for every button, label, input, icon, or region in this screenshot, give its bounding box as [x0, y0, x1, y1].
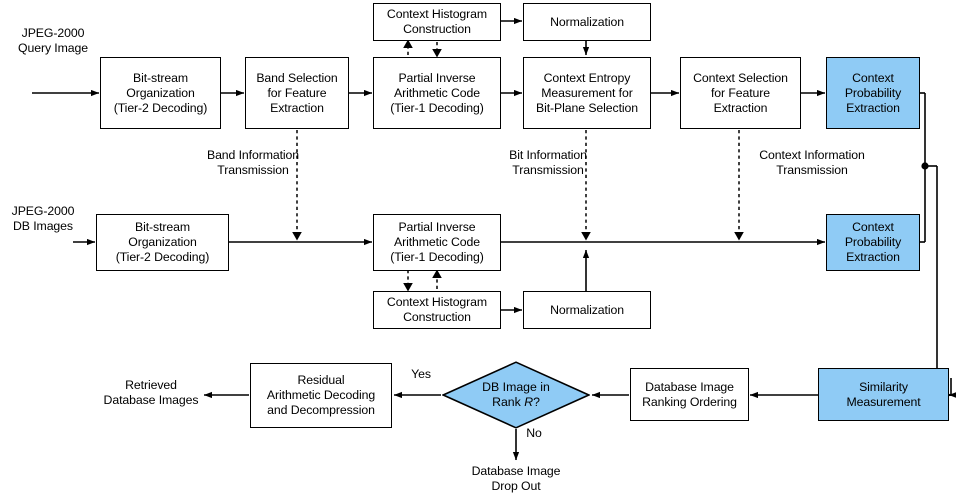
- similarity-line1: Similarity: [859, 379, 908, 394]
- ctx-ent-line1: Context Entropy: [543, 70, 631, 85]
- band-sel-line2: for Feature: [267, 85, 327, 100]
- arrowhead-bit-information: [581, 232, 591, 241]
- node-db-bitstream-organization[interactable]: Bit-stream Organization (Tier-2 Decoding…: [96, 214, 229, 271]
- residual-line3: and Decompression: [267, 403, 375, 417]
- drop-out-label-line1: Database Image: [471, 464, 561, 478]
- node-query-normalization[interactable]: Normalization: [523, 3, 651, 41]
- band-information-transmission-label: Band Information Transmission: [188, 148, 318, 178]
- node-database-image-ranking-ordering[interactable]: Database Image Ranking Ordering: [630, 368, 749, 421]
- ctx-sel-line2: for Feature: [710, 85, 771, 100]
- db-bso-line2: Organization: [128, 235, 197, 249]
- database-image-drop-out-label: Database Image Drop Out: [452, 464, 580, 494]
- q-cpe-line1: Context: [852, 70, 894, 85]
- decision-diamond-shape: [441, 361, 591, 429]
- q-piac-line1: Partial Inverse: [398, 70, 476, 85]
- arrowhead-context-information: [734, 232, 744, 241]
- ctx-sel-line1: Context Selection: [693, 70, 788, 85]
- node-db-context-histogram-construction[interactable]: Context Histogram Construction: [373, 291, 501, 329]
- db-bso-line3: (Tier-2 Decoding): [115, 250, 210, 264]
- node-db-normalization[interactable]: Normalization: [523, 291, 651, 329]
- drop-out-label-line2: Drop Out: [491, 479, 541, 493]
- band-information-line1: Band Information: [206, 148, 300, 162]
- decision-line2: Rank R?: [492, 395, 540, 410]
- residual-line2: Arithmetic Decoding: [266, 388, 376, 402]
- band-information-line2: Transmission: [217, 163, 289, 177]
- q-bso-line3: (Tier-2 Decoding): [113, 100, 208, 115]
- node-context-selection-for-feature-extraction[interactable]: Context Selection for Feature Extraction: [680, 57, 801, 129]
- node-residual-arithmetic-decoding[interactable]: Residual Arithmetic Decoding and Decompr…: [250, 363, 392, 428]
- q-cpe-line2: Probability: [844, 85, 902, 100]
- node-query-context-histogram-construction[interactable]: Context Histogram Construction: [373, 3, 501, 41]
- q-bso-line2: Organization: [126, 85, 195, 100]
- db-images-label-line1: JPEG-2000: [11, 204, 75, 218]
- db-norm-line1: Normalization: [550, 302, 624, 317]
- decision-text: DB Image in Rank R?: [442, 361, 590, 429]
- decision-yes-label: Yes: [405, 367, 437, 382]
- node-query-bitstream-organization[interactable]: Bit-stream Organization (Tier-2 Decoding…: [100, 57, 221, 129]
- db-cpe-line2: Probability: [844, 235, 902, 249]
- db-cpe-line1: Context: [852, 220, 894, 234]
- arrowhead-band-information: [292, 232, 302, 241]
- q-piac-line3: (Tier-1 Decoding): [390, 100, 484, 115]
- q-piac-line2: Arithmetic Code: [394, 85, 480, 100]
- similarity-line2: Measurement: [846, 394, 921, 409]
- node-similarity-measurement[interactable]: Similarity Measurement: [818, 368, 949, 421]
- context-information-line1: Context Information: [759, 148, 865, 162]
- decision-line1: DB Image in: [482, 380, 550, 394]
- ctx-ent-line2: Measurement for: [541, 85, 633, 100]
- band-sel-line3: Extraction: [270, 100, 324, 115]
- node-context-entropy-measurement[interactable]: Context Entropy Measurement for Bit-Plan…: [523, 57, 651, 129]
- context-information-line2: Transmission: [776, 163, 848, 177]
- db-piac-line1: Partial Inverse: [398, 220, 476, 234]
- no-label-text: No: [526, 426, 542, 440]
- arrowhead-q-to-histogram-up: [403, 39, 413, 48]
- db-hist-line2: Construction: [403, 310, 471, 324]
- yes-label-text: Yes: [411, 367, 431, 381]
- decision-rank-variable: R: [524, 395, 534, 409]
- db-images-input-label: JPEG-2000 DB Images: [2, 204, 84, 234]
- bit-information-line2: Transmission: [512, 163, 584, 177]
- ranking-line2: Ranking Ordering: [642, 394, 737, 409]
- feature-bus-junction-dot: [921, 162, 929, 170]
- retrieved-label-line2: Database Images: [103, 393, 199, 407]
- ranking-line1: Database Image: [645, 379, 734, 394]
- db-hist-line1: Context Histogram: [386, 295, 488, 309]
- arrowhead-db-to-histogram-down: [403, 283, 413, 292]
- residual-line1: Residual: [297, 373, 345, 387]
- q-bso-line1: Bit-stream: [132, 70, 189, 85]
- node-band-selection-for-feature-extraction[interactable]: Band Selection for Feature Extraction: [245, 57, 349, 129]
- db-piac-line3: (Tier-1 Decoding): [390, 250, 484, 264]
- ctx-ent-line3: Bit-Plane Selection: [536, 100, 638, 115]
- arrowhead-db-histogram-up: [432, 269, 442, 278]
- node-query-partial-inverse-arithmetic-code[interactable]: Partial Inverse Arithmetic Code (Tier-1 …: [373, 57, 501, 129]
- query-image-input-label: JPEG-2000 Query Image: [10, 26, 96, 56]
- retrieved-images-output-label: Retrieved Database Images: [96, 378, 206, 408]
- db-images-label-line2: DB Images: [13, 219, 73, 233]
- decision-no-label: No: [522, 426, 546, 441]
- context-information-transmission-label: Context Information Transmission: [742, 148, 882, 178]
- db-bso-line1: Bit-stream: [134, 220, 191, 234]
- bit-information-line1: Bit Information: [509, 148, 587, 162]
- ctx-sel-line3: Extraction: [713, 100, 768, 115]
- q-hist-line1: Context Histogram: [386, 7, 488, 21]
- bit-information-transmission-label: Bit Information Transmission: [487, 148, 609, 178]
- node-query-context-probability-extraction[interactable]: Context Probability Extraction: [826, 57, 920, 129]
- query-image-label-line1: JPEG-2000: [21, 26, 85, 40]
- node-db-partial-inverse-arithmetic-code[interactable]: Partial Inverse Arithmetic Code (Tier-1 …: [373, 214, 501, 271]
- db-piac-line2: Arithmetic Code: [394, 235, 480, 249]
- decision-line2-pre: Rank: [492, 395, 525, 409]
- decision-line2-post: ?: [533, 395, 540, 409]
- node-db-context-probability-extraction[interactable]: Context Probability Extraction: [826, 214, 920, 271]
- decision-db-image-in-rank[interactable]: DB Image in Rank R?: [441, 361, 591, 429]
- q-cpe-line3: Extraction: [846, 100, 900, 115]
- retrieved-label-line1: Retrieved: [125, 378, 177, 392]
- query-image-label-line2: Query Image: [18, 41, 88, 55]
- db-cpe-line3: Extraction: [846, 250, 900, 264]
- q-hist-line2: Construction: [403, 22, 471, 36]
- band-sel-line1: Band Selection: [256, 70, 338, 85]
- q-norm-line1: Normalization: [550, 14, 624, 29]
- arrowhead-q-histogram-down: [432, 49, 442, 58]
